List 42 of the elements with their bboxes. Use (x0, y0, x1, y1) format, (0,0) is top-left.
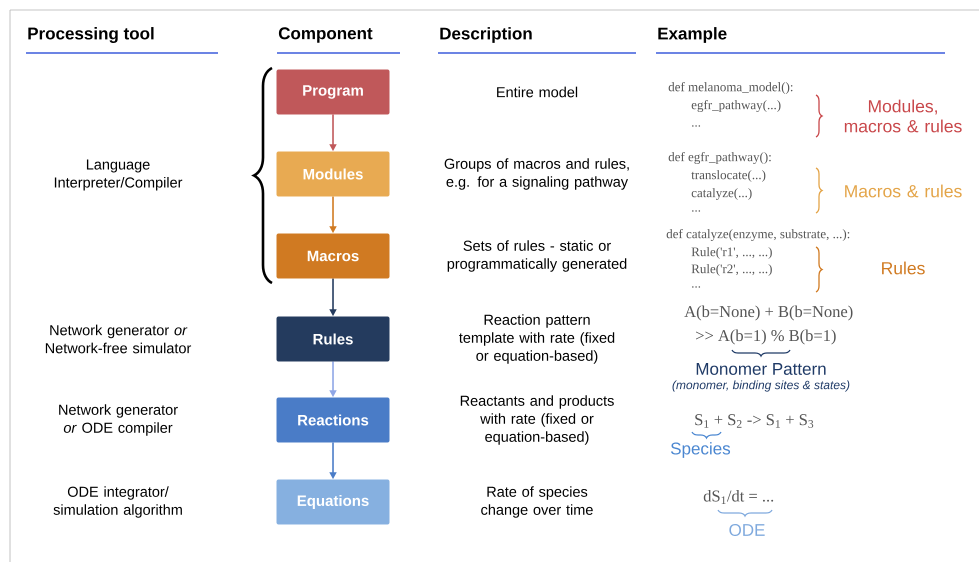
tool-text: Network generator or ODE compiler (59, 404, 178, 436)
tool-text: Network generator or Network-free simulator (46, 324, 192, 354)
description-text: Reactants and products with rate (fixed or equation-based) (460, 395, 614, 445)
component-box: Reactions (276, 398, 390, 442)
code-line: def egfr_pathway(): (668, 152, 771, 164)
code-line: ... (692, 125, 700, 127)
column-heading: Processing tool (28, 27, 154, 43)
code-line: def catalyze(enzyme, substrate, ...): (666, 229, 850, 241)
description-text: Reaction pattern template with rate (fixed or equation-based) (459, 314, 614, 364)
code-line: egfr_pathway(...) (692, 100, 781, 112)
component-box: Modules (276, 152, 390, 196)
example-label: Macros & rules (845, 184, 962, 198)
reaction-expression: S$_{1}$ + S$_{2}$ -> S$_{1}$ + S$_{3}$ (695, 414, 814, 428)
description-text: Rate of species change over time (481, 486, 593, 518)
column-heading: Component (278, 27, 372, 43)
tool-text: Language Interpreter/Compiler (54, 160, 182, 190)
description-text: Groups of macros and rules, e.g. for a signaling pathway (444, 158, 629, 190)
column-heading: Description (440, 27, 532, 43)
annotation-note: (monomer, binding sites & states) (672, 380, 850, 392)
code-line: Rule('r2', ..., ...) (692, 264, 772, 276)
example-label: Rules (882, 262, 925, 274)
component-box: Equations (276, 480, 390, 524)
code-line: ... (692, 286, 700, 288)
annotation-label: ODE (729, 524, 765, 536)
annotation-label: Species (670, 442, 730, 458)
rule-expression: A(b=None) + B(b=None) (684, 306, 853, 320)
component-box: Rules (276, 316, 390, 362)
example-label: Modules, macros & rules (844, 100, 962, 132)
description-text: Entire model (497, 86, 578, 98)
code-line: translocate(...) (691, 170, 766, 182)
code-line: ... (692, 210, 700, 212)
code-line: Rule('r1', ..., ...) (692, 247, 772, 259)
rule-expression: >> A(b=1) % B(b=1) (696, 330, 836, 344)
code-line: def melanoma_model(): (668, 82, 792, 94)
column-heading: Example (658, 27, 727, 43)
code-line: catalyze(...) (692, 188, 752, 200)
equation-expression: dS$_{1}$/dt = ... (704, 490, 774, 504)
annotation-label: Monomer Pattern (696, 363, 826, 375)
description-text: Sets of rules - static or programmatically generated (448, 240, 626, 272)
component-box: Macros (276, 234, 390, 278)
component-box: Program (276, 70, 390, 114)
tool-text: ODE integrator/ simulation algorithm (54, 486, 182, 518)
